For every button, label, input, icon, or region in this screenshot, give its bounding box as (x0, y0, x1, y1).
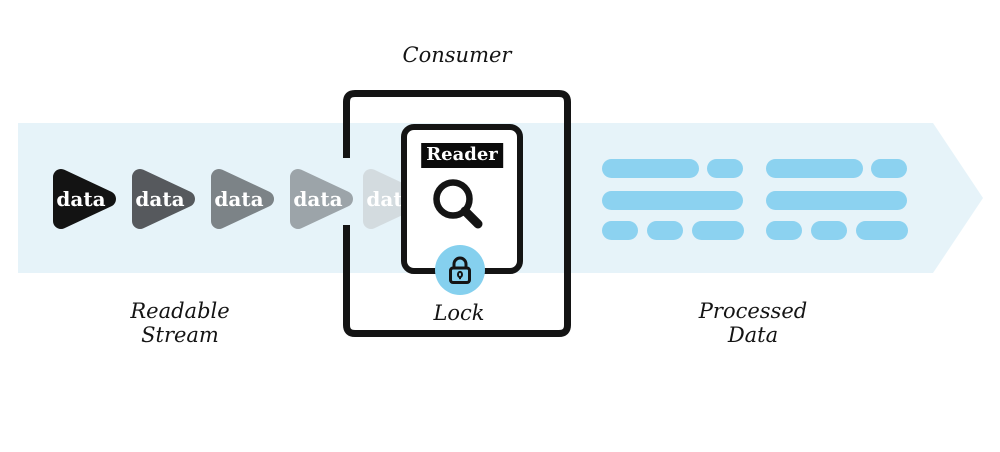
data-chunk: data (210, 168, 274, 230)
search-icon-lens (433, 179, 473, 219)
search-icon (433, 179, 483, 229)
lock-icon-body (449, 266, 471, 284)
lock-icon (449, 256, 471, 284)
data-chunk-label: data (214, 187, 264, 211)
processed-data-pill (871, 159, 907, 178)
data-chunk-triangle-icon (53, 169, 116, 229)
processed-data-label-line2: Data (727, 323, 779, 347)
processed-data-pill (766, 159, 863, 178)
processed-data-pill (602, 221, 638, 240)
data-chunk: data (52, 168, 116, 230)
processed-data-pill (602, 191, 743, 210)
reader-label: Reader (421, 143, 503, 168)
readable-stream-label: Readable Stream (78, 299, 282, 347)
processed-data-pill (856, 221, 908, 240)
processed-data-pill (766, 221, 802, 240)
data-chunk: data (131, 168, 195, 230)
lock-icon-keyhole (457, 270, 463, 279)
data-chunk-label: data (56, 187, 106, 211)
lock-icon-shackle (452, 256, 468, 268)
processed-data-pill (647, 221, 683, 240)
processed-data-pill (811, 221, 847, 240)
processed-data-pill (692, 221, 744, 240)
search-icon-handle (460, 206, 483, 229)
consumer-label: Consumer (402, 43, 512, 67)
lock-label: Lock (433, 301, 485, 325)
consumer-frame-border (343, 90, 571, 337)
processed-data-pill (707, 159, 743, 178)
processed-data-label-line1: Processed (698, 299, 808, 323)
data-chunk: data (289, 168, 353, 230)
data-chunk-label: data (135, 187, 185, 211)
data-chunk-triangle-icon (363, 169, 426, 229)
processed-data-pill (766, 191, 907, 210)
readable-stream-label-line2: Stream (141, 323, 219, 347)
processed-data-pill (602, 159, 699, 178)
data-chunk-label: data (293, 187, 343, 211)
data-chunk-triangle-icon (132, 169, 195, 229)
data-chunk-triangle-icon (211, 169, 274, 229)
data-chunk-triangle-icon (290, 169, 353, 229)
lock-badge (435, 245, 485, 295)
processed-data-label: Processed Data (651, 299, 855, 347)
readable-stream-label-line1: Readable (130, 299, 230, 323)
